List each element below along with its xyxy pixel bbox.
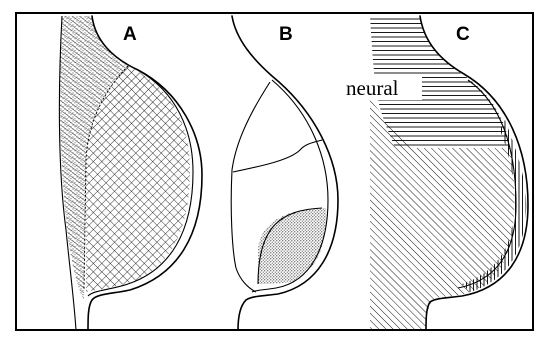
neural-label: neural <box>346 76 399 100</box>
panel-a-letter: A <box>123 24 137 45</box>
panel-b-letter: B <box>279 24 293 45</box>
panel-c: neural C <box>344 16 528 330</box>
panel-b-outline <box>232 16 338 330</box>
panel-c-letter: C <box>456 24 470 45</box>
panel-b-middle-boundary <box>233 140 322 172</box>
panel-b: B <box>231 16 338 330</box>
panel-a: A <box>59 16 202 330</box>
